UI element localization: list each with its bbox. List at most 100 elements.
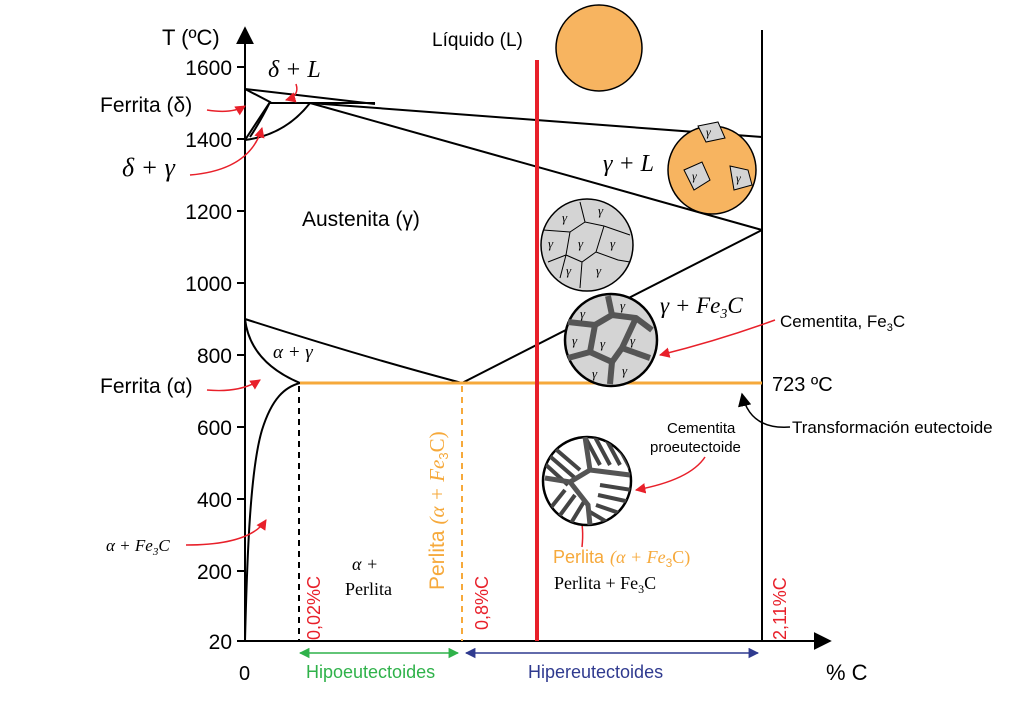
composition-211-label: 2,11%C [770,577,790,640]
transformacion-label: Transformación eutectoide [792,418,993,437]
liquid-microstructure [555,4,643,92]
y-tick-label: 20 [209,631,232,654]
sub3-d: 3 [436,452,451,459]
x-origin-label: 0 [239,663,250,685]
y-tick-label: 600 [197,417,232,440]
aus-grain-2: γ [598,203,604,218]
grain-b-label: γ [692,169,697,183]
boundary-5 [595,251,631,263]
composition-002-label: 0,02%C [304,576,324,640]
gf-grain-3: γ [572,333,578,348]
delta-gamma-lower-curve [244,102,311,141]
lam-11 [599,483,631,492]
arrow-delta-l [284,83,298,103]
gf-grain-1: γ [580,306,586,321]
alpha-fe3c-text: α + Fe [106,536,153,555]
delta-l-line [244,88,376,105]
cementita-pro-label-2: proeutectoide [650,439,741,456]
gf-grain-4: γ [600,336,606,351]
y-axis-label: T (ºC) [162,25,220,50]
sub3-f: 3 [887,322,893,334]
gf-grain-7: γ [622,363,628,378]
axes: T (ºC) % C 0 160014001200100080060040020… [162,25,868,685]
c-close-d: C) [425,431,449,452]
alpha-solvus-curve [244,382,301,642]
grain-c-label: γ [736,171,741,185]
aus-grain-5: γ [610,236,616,251]
perlita-micro-label: Perlita(α + Fe3C) [553,547,690,570]
pro-net-2 [568,480,593,525]
lam-12 [597,493,631,504]
network-6 [605,295,615,316]
c-text-a: C [727,293,743,318]
alpha-perlita-label-2: Perlita [345,579,392,599]
arrow-alpha-fe3c [185,519,267,546]
alpha-gamma-label: α + γ [273,342,313,363]
grain-b [683,161,711,191]
gf-grain-6: γ [592,366,598,381]
perlita-vertical-paren: (α + Fe [425,460,449,525]
arrow-cementita-pro [634,456,706,494]
cementita-pro-label-1: Cementita [667,420,736,437]
ferrita-alpha-label: Ferrita (α) [100,375,193,398]
grain-a-label: γ [706,125,711,139]
y-tick-label: 800 [197,345,232,368]
gf-grain-5: γ [630,333,636,348]
proeutectoid-network [544,437,631,525]
perlita-micro-word: Perlita [553,547,605,567]
alpha-perlita-label-1: α + [352,554,378,574]
boundary-3 [565,225,605,263]
network-3 [588,316,639,365]
austenita-label: Austenita (γ) [302,208,420,231]
perlita-micro-paren: (α + Fe [610,547,666,568]
austenite-circle [540,198,634,292]
delta-l-label: δ + L [268,57,321,83]
y-tick-label: 1600 [185,57,232,80]
arrow-transformacion [738,392,791,428]
y-tick-label: 400 [197,489,232,512]
c-text-f: C [893,312,905,331]
gamma-fe3c-microstructure: γ γ γ γ γ γ γ [563,292,659,388]
gf-grain-2: γ [620,298,626,313]
hiper-range-label: Hipereutectoides [528,662,663,682]
arrow-delta-gamma [189,126,265,176]
delta-region-boundary [244,88,272,141]
arrow-ferrita-delta [206,105,246,116]
delta-gamma-label: δ + γ [122,153,176,182]
delta-gamma-inner-curve [249,101,271,138]
eutectoid-temp-label: 723 ºC [772,374,833,396]
composition-08-label: 0,8%C [472,576,492,630]
cementite-network [567,295,654,385]
c-text-b: C [158,536,170,555]
boundary-6 [579,201,586,223]
network-4 [607,361,615,385]
perlita-fe3c-text: Perlita + Fe [554,573,638,593]
c-close-e: C) [672,547,690,568]
ferrita-delta-label: Ferrita (δ) [100,94,192,117]
gamma-l-label: γ + L [603,151,654,177]
a3-line [244,318,463,384]
aus-grain-7: γ [596,263,602,278]
arrow-ferrita-alpha [206,379,261,392]
cementita-label: Cementita, Fe3C [780,312,905,334]
gamma-fe3c-label: γ + Fe3C [660,293,743,322]
cementita-text: Cementita, Fe [780,312,887,331]
boundary-4 [579,261,583,289]
aus-grain-4: γ [578,236,584,251]
pro-net-1 [544,467,631,485]
liquid-label: Líquido (L) [432,30,523,51]
c-text-c: C [644,573,656,593]
perlite-microstructure [541,435,633,527]
sub3-e: 3 [666,556,673,570]
y-tick-label: 1400 [185,129,232,152]
gamma-l-microstructure: γ γ γ [667,121,757,215]
hipo-range-label: Hipoeutectoides [306,662,435,682]
y-tick-label: 1000 [185,273,232,296]
gamma-fe3c-text: γ + Fe [660,293,720,318]
grain-c [729,165,753,191]
perlita-fe3c-label: Perlita + Fe3C [554,573,656,596]
austenite-grain-boundaries [542,201,631,289]
lam-5 [593,437,612,466]
